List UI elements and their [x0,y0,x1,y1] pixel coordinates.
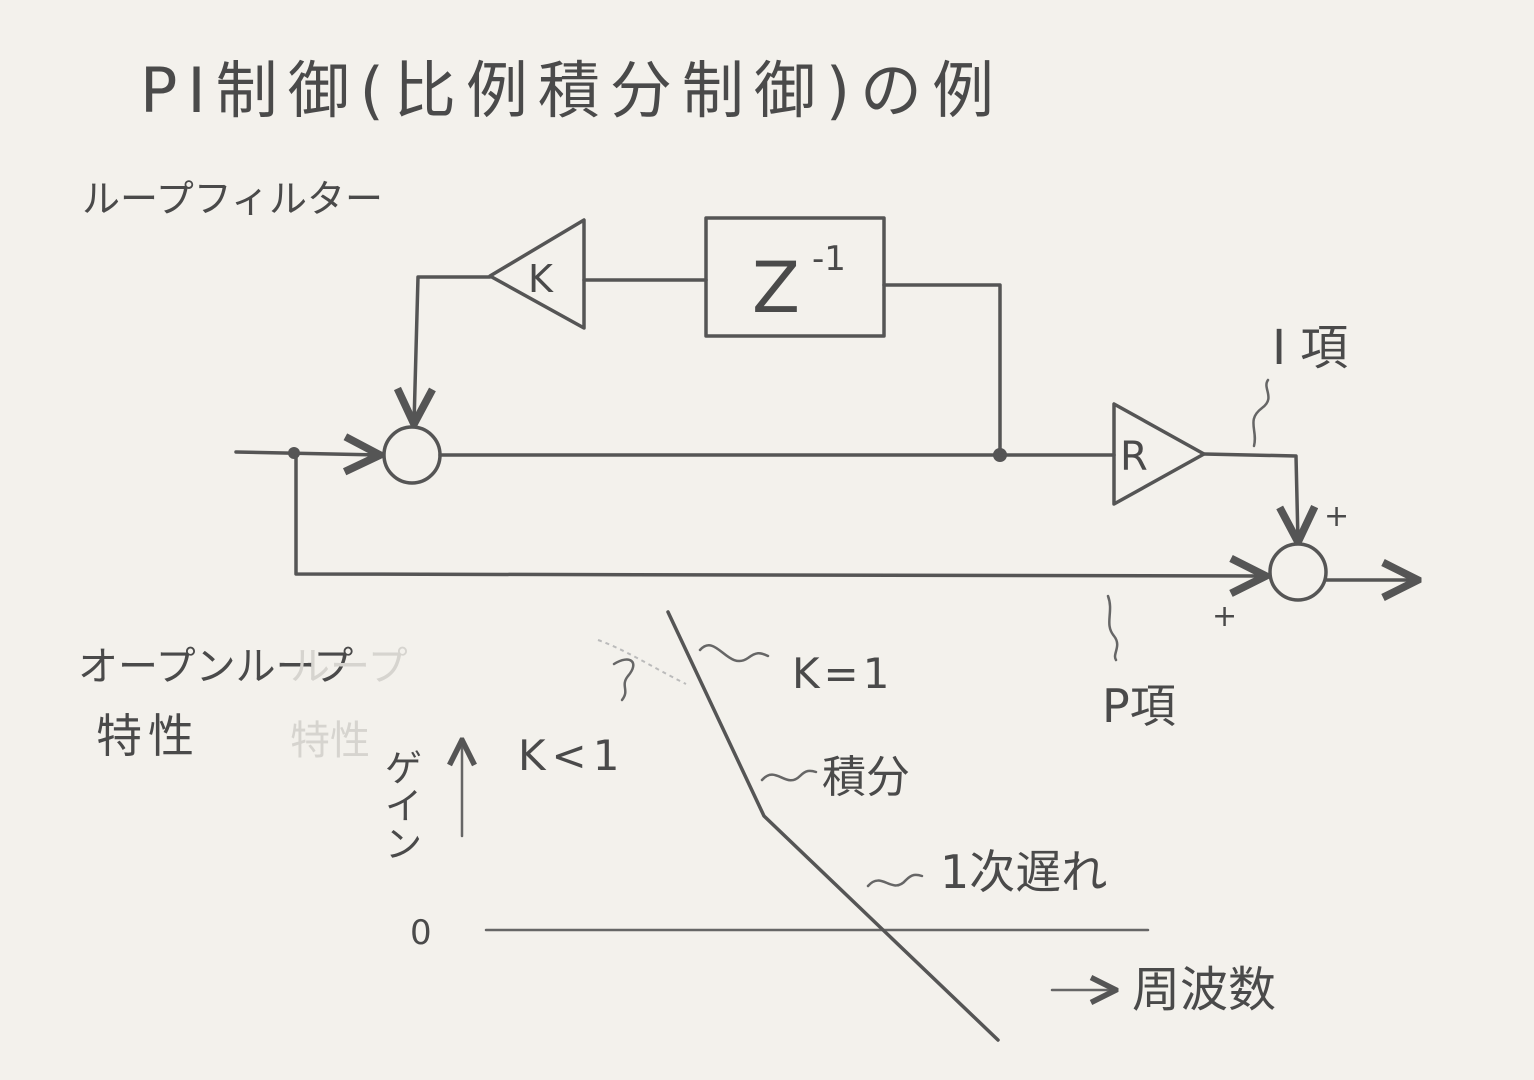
input-junction-dot [288,447,300,459]
gain-axis-label: ゲイン [378,748,422,862]
k-equals-1-label: K=1 [792,649,893,698]
p-term-path-line [294,453,1266,576]
k-less-than-1-curve [597,639,687,685]
gain-k-amplifier [488,218,586,330]
k-equals-1-leader [698,644,770,663]
plus-sign-bottom: + [1212,599,1237,634]
first-order-lag-leader [866,873,924,888]
plus-sign-top: + [1324,499,1349,534]
delay-block-symbol: Z [752,247,800,329]
gain-k-label: K [528,257,554,301]
integral-label: 積分 [822,752,910,803]
delay-block-exponent: -1 [812,239,846,279]
k-less-than-1-label: K<1 [518,731,625,780]
loop-filter-diagram: Z -1 K R I項 + + P項 [234,216,1418,733]
open-loop-bode-sketch: ゲイン 0 周波数 K<1 K=1 積分 1次遅れ [378,610,1276,1042]
erased-text-ghost-1: ループ [290,644,408,690]
k-feedback-line [414,275,492,424]
page-title: PI制御(比例積分制御)の例 [140,54,1004,127]
open-loop-label-line1: オープンループ [78,644,353,690]
i-term-label: I項 [1272,320,1362,376]
frequency-axis-label: 周波数 [1132,962,1276,1018]
i-term-leader-squiggle [1252,378,1270,448]
gain-r-amplifier [1112,402,1206,506]
open-loop-label-line2: 特性 [96,709,200,763]
p-term-leader-squiggle [1106,594,1119,662]
loop-filter-label: ループフィルター [82,177,383,221]
erased-text-ghost-2: 特性 [290,718,370,764]
i-term-path-line [1202,452,1298,542]
zero-level-label: 0 [410,913,432,953]
first-order-lag-label: 1次遅れ [940,845,1107,899]
summing-junction-2 [1268,542,1328,602]
delay-block [704,216,886,338]
k-less-than-1-tick [612,658,635,702]
gain-r-label: R [1120,434,1148,480]
summing-junction-1 [382,425,442,485]
p-term-label: P項 [1102,679,1176,733]
integral-leader [760,769,818,782]
gain-curve [666,610,1000,1042]
input-signal-line [234,452,380,455]
feedback-riser-line [882,283,1002,457]
